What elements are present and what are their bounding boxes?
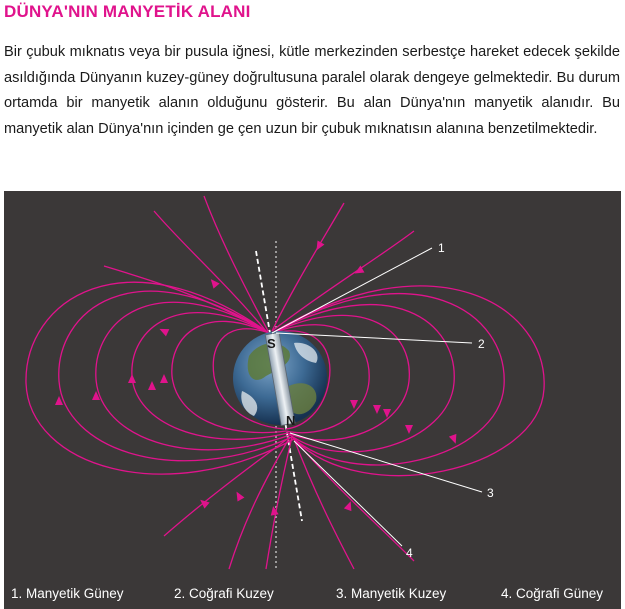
north-pole-label: N	[286, 413, 295, 428]
magnetic-field-lines	[25, 195, 545, 570]
south-pole-label: S	[267, 336, 276, 351]
figure-captions: 1. Manyetik Güney 2. Coğrafi Kuzey 3. Ma…	[4, 583, 621, 609]
field-arrowheads	[55, 240, 457, 516]
leader-lines	[271, 247, 483, 547]
callout-number-4: 4	[406, 546, 413, 560]
bar-magnet	[264, 332, 296, 426]
callout-number-2: 2	[478, 337, 485, 351]
caption-magnetic-north: 3. Manyetik Kuzey	[336, 586, 447, 601]
callout-number-1: 1	[438, 241, 445, 255]
caption-magnetic-south: 1. Manyetik Güney	[11, 586, 124, 601]
page-title: DÜNYA'NIN MANYETİK ALANI	[4, 2, 251, 21]
caption-geographic-south: 4. Coğrafi Güney	[501, 586, 604, 601]
magnetic-field-figure: S N 1 2 3 4 1. Manyetik Güney 2. Coğrafi…	[4, 191, 621, 609]
body-paragraph: Bir çubuk mıknatıs veya bir pusula iğnes…	[4, 44, 620, 137]
callout-number-3: 3	[487, 486, 494, 500]
caption-geographic-north: 2. Coğrafi Kuzey	[174, 586, 274, 601]
field-diagram: S N 1 2 3 4	[25, 195, 545, 570]
